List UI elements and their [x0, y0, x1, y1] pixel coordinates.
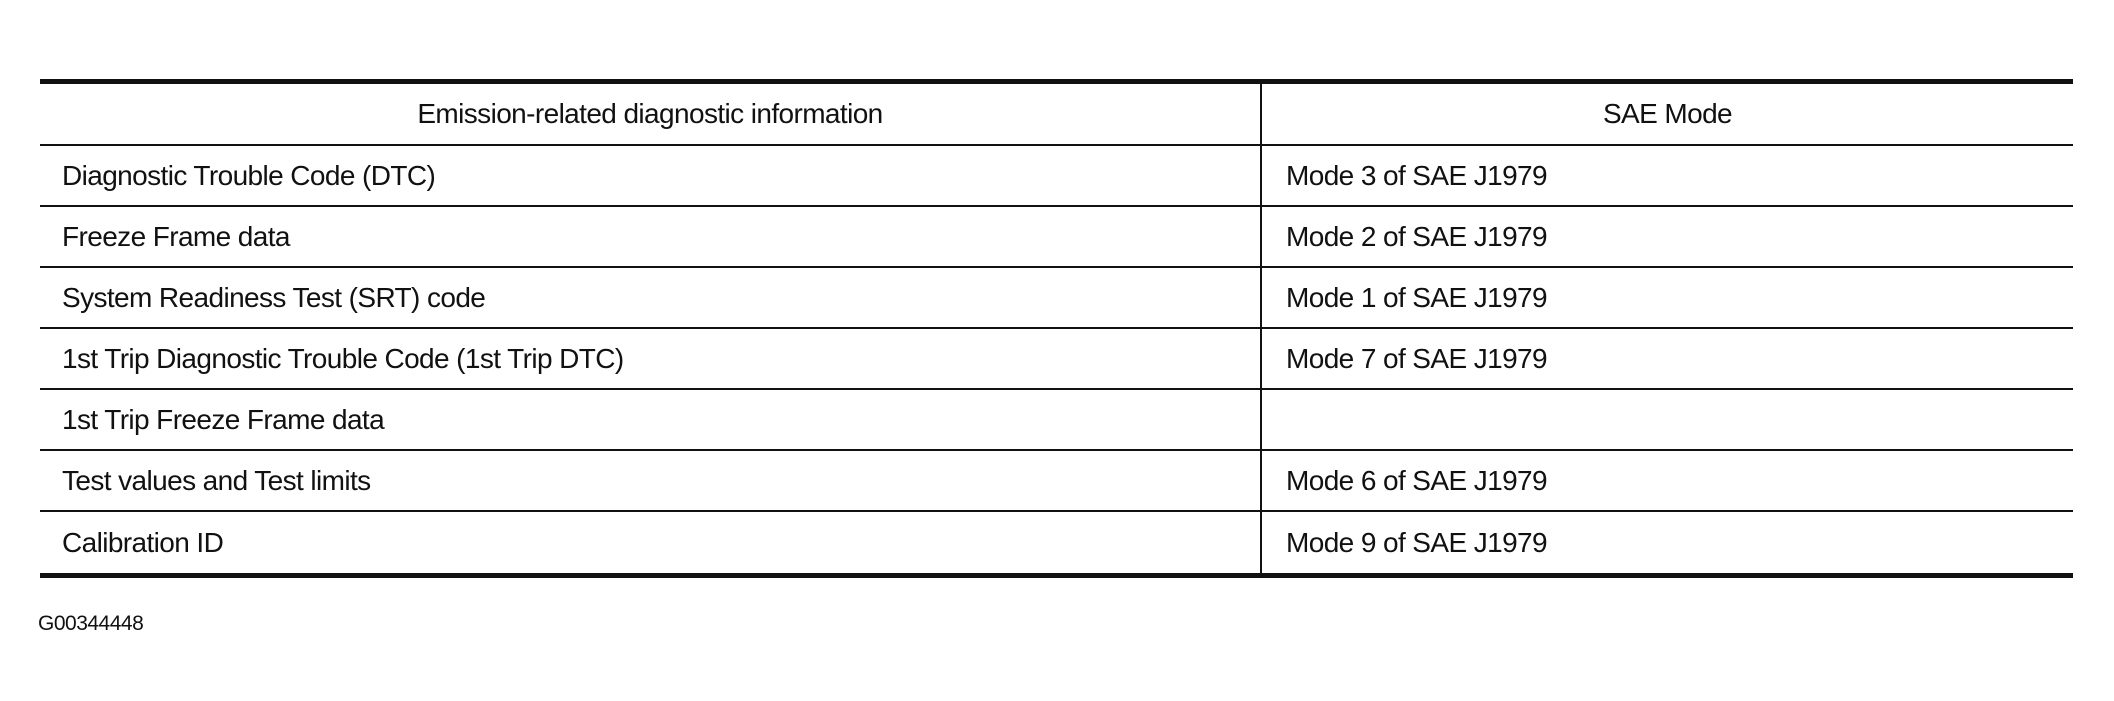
cell-mode: Mode 3 of SAE J1979: [1286, 159, 1548, 191]
table-header: Emission-related diagnostic information …: [40, 84, 2073, 146]
table-row: 1st Trip Diagnostic Trouble Code (1st Tr…: [40, 329, 2073, 390]
cell-info: System Readiness Test (SRT) code: [40, 268, 1262, 327]
cell-info: Diagnostic Trouble Code (DTC): [40, 146, 1262, 205]
table-row: Test values and Test limits Mode 6 of SA…: [40, 451, 2073, 512]
cell-mode: Mode 1 of SAE J1979: [1286, 281, 1548, 313]
header-info: Emission-related diagnostic information: [40, 84, 1262, 144]
cell-info: 1st Trip Diagnostic Trouble Code (1st Tr…: [40, 329, 1262, 388]
table-row: System Readiness Test (SRT) code Mode 1 …: [40, 268, 2073, 329]
table-row: 1st Trip Freeze Frame data: [40, 390, 2073, 451]
table-row: Calibration ID Mode 9 of SAE J1979: [40, 512, 2073, 573]
header-sae-mode: SAE Mode: [1602, 98, 1733, 129]
cell-mode: Mode 2 of SAE J1979: [1286, 220, 1548, 252]
table-row: Freeze Frame data Mode 2 of SAE J1979: [40, 207, 2073, 268]
table-row: Diagnostic Trouble Code (DTC) Mode 3 of …: [40, 146, 2073, 207]
cell-mode: Mode 6 of SAE J1979: [1286, 464, 1548, 496]
diagnostic-info-table: Emission-related diagnostic information …: [40, 79, 2073, 578]
cell-info: Test values and Test limits: [40, 451, 1262, 510]
cell-mode: Mode 9 of SAE J1979: [1286, 526, 1548, 558]
cell-info: Calibration ID: [40, 512, 1262, 573]
cell-mode: Mode 7 of SAE J1979: [1286, 342, 1548, 374]
figure-id: G00344448: [38, 612, 144, 635]
cell-info: Freeze Frame data: [40, 207, 1262, 266]
cell-info: 1st Trip Freeze Frame data: [40, 390, 1262, 449]
cell-mode: [1262, 390, 2073, 449]
